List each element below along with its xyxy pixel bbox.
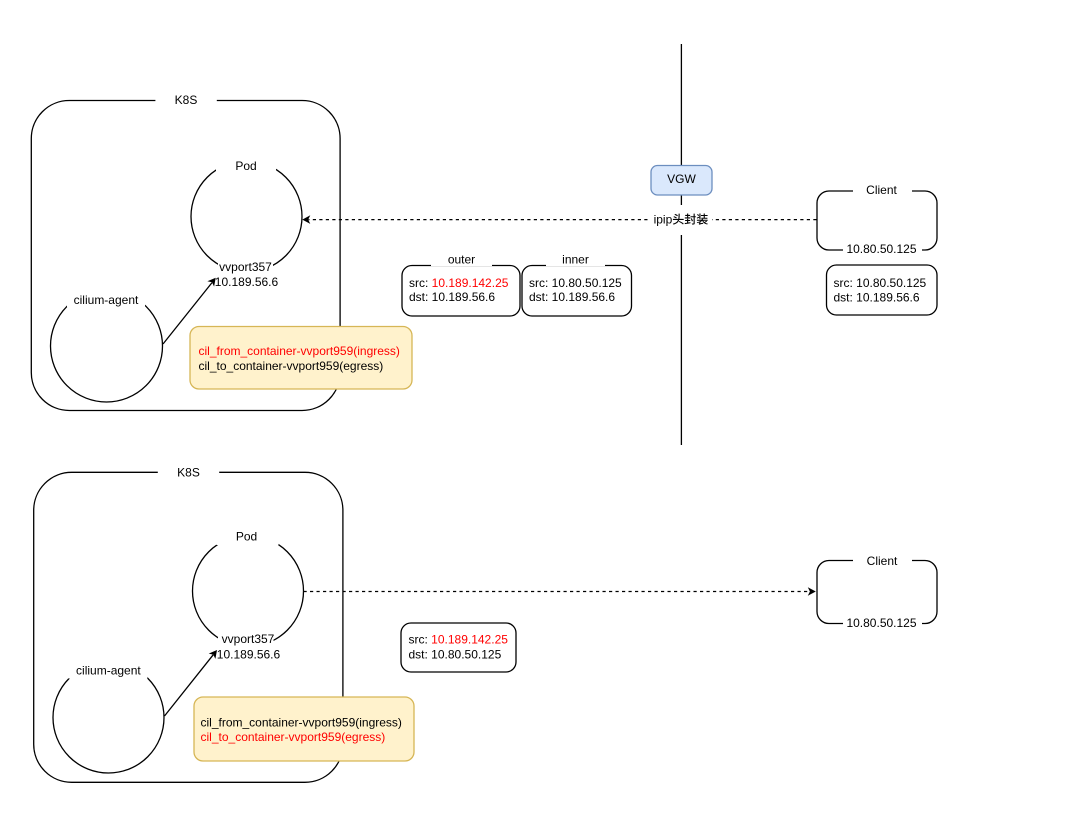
svg-text:cil_from_container-vvport959(i: cil_from_container-vvport959(ingress) (199, 344, 400, 358)
svg-text:dst: 10.189.56.6: dst: 10.189.56.6 (834, 290, 920, 304)
svg-text:cilium-agent: cilium-agent (74, 293, 139, 307)
svg-text:cilium-agent: cilium-agent (76, 664, 141, 678)
svg-text:outer: outer (448, 253, 475, 267)
svg-text:inner: inner (562, 253, 589, 267)
svg-text:ipip: ipip (654, 213, 673, 227)
svg-text:Client: Client (867, 554, 898, 568)
svg-text:Client: Client (866, 183, 897, 197)
svg-text:dst: 10.80.50.125: dst: 10.80.50.125 (409, 647, 502, 661)
svg-text:src: 10.189.142.25: src: 10.189.142.25 (409, 276, 509, 290)
svg-text:K8S: K8S (175, 93, 198, 107)
svg-text:cil_from_container-vvport959(i: cil_from_container-vvport959(ingress) (201, 715, 402, 729)
svg-text:cil_to_container-vvport959(egr: cil_to_container-vvport959(egress) (201, 730, 386, 744)
svg-text:K8S: K8S (177, 465, 200, 479)
svg-text:10.189.56.6: 10.189.56.6 (215, 275, 279, 289)
svg-text:10.80.50.125: 10.80.50.125 (846, 242, 916, 256)
svg-text:vvport357: vvport357 (222, 632, 275, 646)
svg-text:10.80.50.125: 10.80.50.125 (846, 616, 916, 630)
svg-text:dst: 10.189.56.6: dst: 10.189.56.6 (409, 290, 495, 304)
svg-text:Pod: Pod (236, 530, 257, 544)
svg-text:vvport357: vvport357 (219, 260, 272, 274)
svg-text:src: 10.189.142.25: src: 10.189.142.25 (409, 632, 509, 646)
svg-text:src: 10.80.50.125: src: 10.80.50.125 (834, 276, 927, 290)
svg-text:src: 10.80.50.125: src: 10.80.50.125 (529, 276, 622, 290)
svg-text:10.189.56.6: 10.189.56.6 (217, 648, 281, 662)
svg-text:Pod: Pod (235, 159, 256, 173)
svg-text:cil_to_container-vvport959(egr: cil_to_container-vvport959(egress) (199, 359, 384, 373)
svg-text:dst: 10.189.56.6: dst: 10.189.56.6 (529, 290, 615, 304)
svg-text:VGW: VGW (667, 172, 696, 186)
